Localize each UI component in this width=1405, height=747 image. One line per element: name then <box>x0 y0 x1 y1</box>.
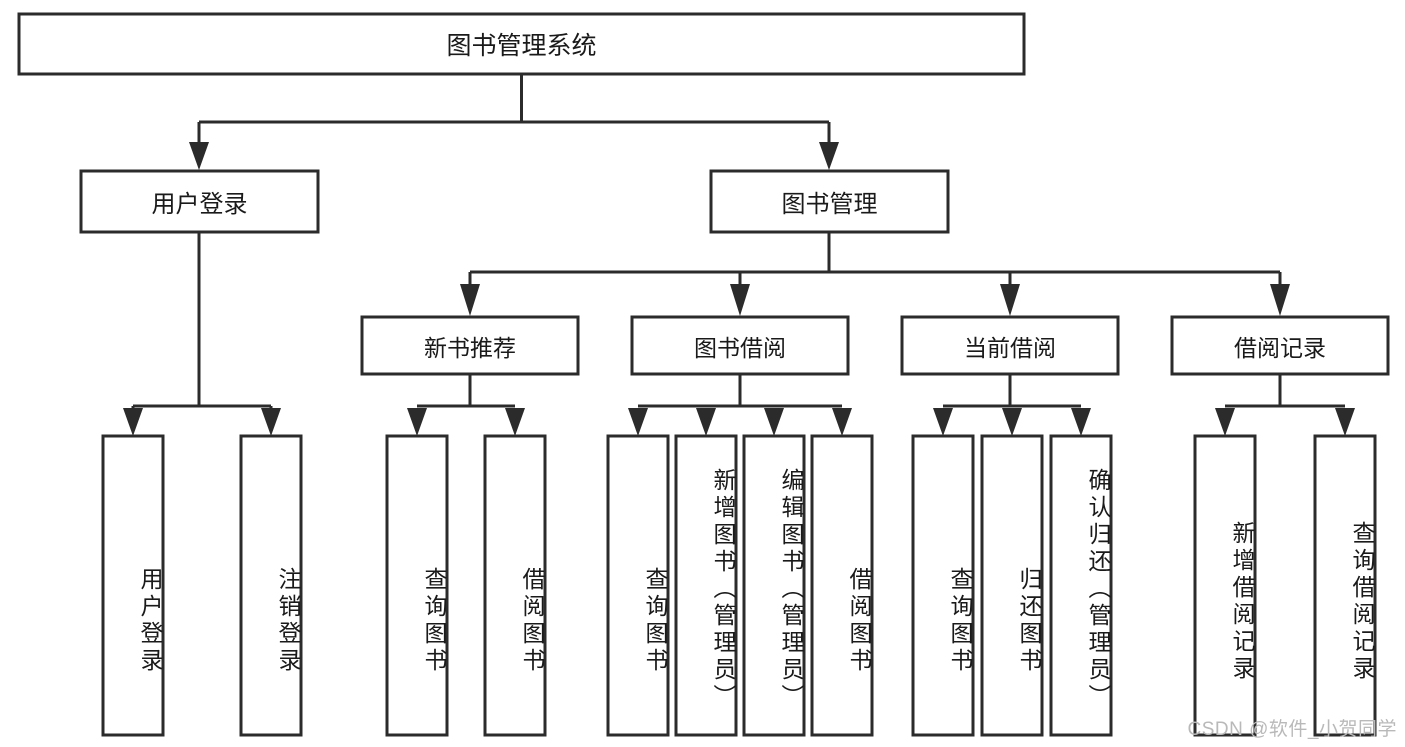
arrow-head-leaf-borrow-book-1 <box>505 408 525 436</box>
node-current-borrow[interactable] <box>900 315 1120 376</box>
node-leaf-borrow-book-2[interactable] <box>810 434 874 737</box>
arrow-head-current-borrow <box>1000 284 1020 316</box>
arrow-head-leaf-confirm-return <box>1071 408 1091 436</box>
arrow-head-leaf-query-book-2 <box>628 408 648 436</box>
arrow-head-leaf-add-borrow-record <box>1215 408 1235 436</box>
node-leaf-return-book[interactable] <box>980 434 1044 737</box>
node-root[interactable] <box>17 12 1026 76</box>
node-borrow-record[interactable] <box>1170 315 1390 376</box>
node-leaf-confirm-return[interactable] <box>1049 434 1113 737</box>
csdn-watermark: CSDN @软件_小贺同学 <box>1187 719 1397 740</box>
node-leaf-query-book-3[interactable] <box>911 434 975 737</box>
arrow-head-leaf-query-borrow-record <box>1335 408 1355 436</box>
arrow-head-borrow-record <box>1270 284 1290 316</box>
arrow-head-leaf-return-book <box>1002 408 1022 436</box>
arrow-head-leaf-edit-book <box>764 408 784 436</box>
node-leaf-user-logout[interactable] <box>239 434 303 737</box>
node-leaf-query-book-2[interactable] <box>606 434 670 737</box>
connector-layer <box>123 75 1355 436</box>
arrow-head-leaf-add-book <box>696 408 716 436</box>
node-book-manage[interactable] <box>709 169 950 234</box>
node-leaf-edit-book[interactable] <box>742 434 806 737</box>
node-leaf-query-book-1[interactable] <box>385 434 449 737</box>
node-leaf-user-login[interactable] <box>101 434 165 737</box>
node-user-login[interactable] <box>79 169 320 234</box>
node-leaf-add-book[interactable] <box>674 434 738 737</box>
arrow-head-leaf-user-login <box>123 408 143 436</box>
arrow-head-book-borrow <box>730 284 750 316</box>
arrow-head-leaf-borrow-book-2 <box>832 408 852 436</box>
node-layer <box>17 12 1390 737</box>
arrow-head-user-login <box>189 142 209 170</box>
node-new-book-recommend[interactable] <box>360 315 580 376</box>
node-book-borrow[interactable] <box>630 315 850 376</box>
arrow-head-book-manage <box>819 142 839 170</box>
arrow-head-new-book-recommend <box>460 284 480 316</box>
arrow-head-leaf-query-book-1 <box>407 408 427 436</box>
node-leaf-add-borrow-record[interactable] <box>1193 434 1257 737</box>
arrow-head-leaf-user-logout <box>261 408 281 436</box>
node-leaf-borrow-book-1[interactable] <box>483 434 547 737</box>
arrow-head-leaf-query-book-3 <box>933 408 953 436</box>
node-leaf-query-borrow-record[interactable] <box>1313 434 1377 737</box>
